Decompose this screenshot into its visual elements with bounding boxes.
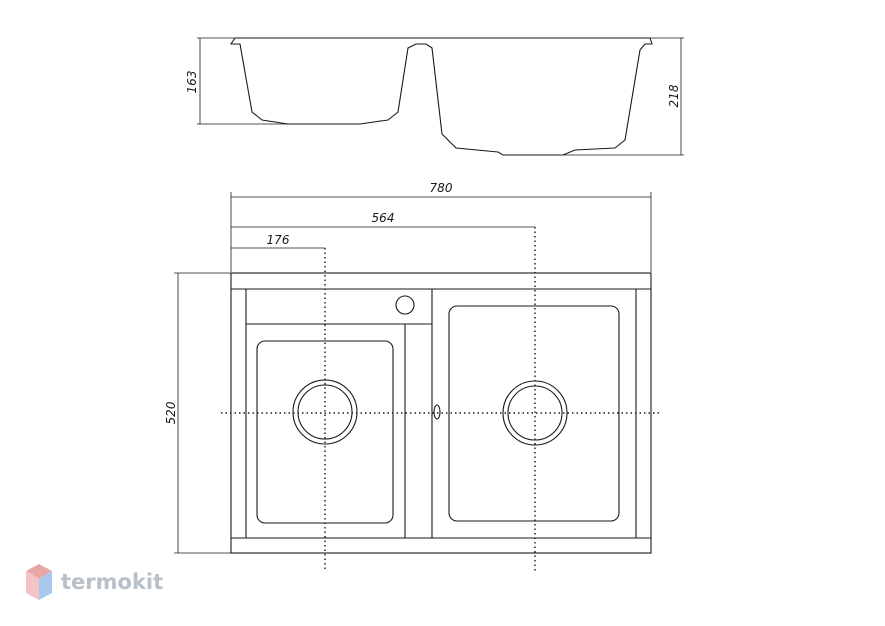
dim-label-780: 780 — [430, 181, 453, 195]
dim-label-218: 218 — [667, 84, 681, 107]
faucet-hole-icon — [395, 295, 415, 315]
top-plan-view: 780 564 176 520 — [164, 181, 661, 572]
dim-label-520: 520 — [164, 401, 178, 424]
small-bowl-drain-outer-icon — [292, 379, 358, 445]
logo-cube-right-icon — [39, 571, 52, 600]
dim-label-176: 176 — [267, 233, 290, 247]
large-bowl — [448, 305, 620, 522]
dim-label-564: 564 — [372, 211, 395, 225]
dim-label-163: 163 — [185, 71, 199, 94]
termokit-logo: termokit — [26, 564, 163, 600]
small-bowl-drain-inner-icon — [297, 384, 353, 440]
overflow-hole-icon — [433, 404, 441, 420]
logo-wordmark: termokit — [61, 570, 163, 594]
logo-cube-top-icon — [26, 564, 52, 579]
sink-section-profile — [229, 37, 653, 156]
logo-cube-left-icon — [26, 571, 39, 600]
side-section-view: 163 218 — [185, 37, 684, 156]
